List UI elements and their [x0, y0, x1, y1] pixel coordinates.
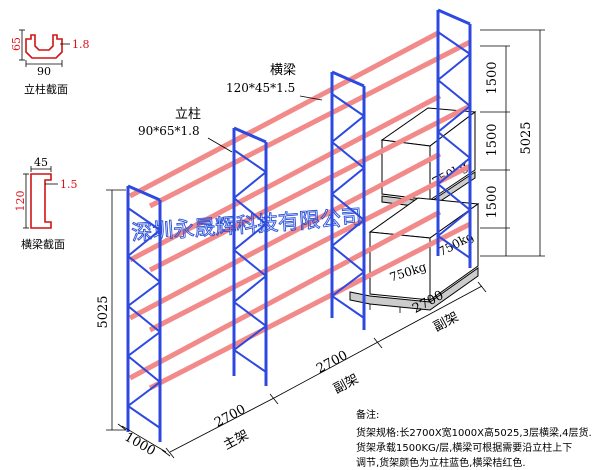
beam-label-title: 横梁 — [270, 63, 296, 78]
upright-label-title: 立柱 — [175, 107, 201, 122]
beams — [128, 29, 472, 391]
upright-section: 65 1.8 90 立柱截面 — [10, 29, 90, 96]
upright-frames — [126, 8, 472, 442]
beam-section-height: 120 — [14, 191, 27, 212]
upright-section-title: 立柱截面 — [24, 82, 68, 96]
bay-main-label: 主架 — [221, 428, 251, 453]
upright-section-width: 90 — [37, 65, 51, 78]
upright-label-spec: 90*65*1.8 — [138, 124, 200, 138]
beam-section-thickness: 1.5 — [60, 178, 78, 191]
upright-section-thickness: 1.8 — [72, 38, 90, 51]
level-1-value: 1500 — [485, 61, 500, 94]
upright-section-shape — [25, 34, 63, 59]
notes-title: 备注: — [356, 408, 379, 421]
upright-section-depth: 65 — [10, 37, 23, 51]
beam-section: 45 120 1.5 横梁截面 — [14, 156, 78, 251]
pallet-loads: 750kg 750kg 750kg — [349, 107, 480, 313]
bay-main-value: 2700 — [212, 402, 248, 431]
beam-section-shape — [30, 173, 52, 229]
depth-value: 1000 — [122, 430, 158, 460]
notes-block: 备注: 货架规格:长2700X宽1000X高5025,3层横梁,4层货. 货架承… — [356, 408, 592, 469]
level-dimensions-right: 1500 1500 1500 5025 — [480, 29, 545, 257]
bay-sub1-value: 2700 — [314, 348, 350, 377]
height-left-value: 5025 — [96, 295, 111, 328]
part-labels: 横梁 120*45*1.5 立柱 90*65*1.8 — [138, 63, 323, 153]
notes-line-2: 货架承载1500KG/层,横梁可根据需要沿立柱上下 — [356, 441, 572, 454]
bay-sub1-label: 副架 — [331, 372, 361, 397]
beam-section-width: 45 — [34, 156, 48, 169]
level-3-value: 1500 — [485, 185, 500, 218]
height-right-value: 5025 — [519, 121, 534, 154]
notes-line-1: 货架规格:长2700X宽1000X高5025,3层横梁,4层货. — [356, 426, 592, 439]
notes-line-3: 调节,货架颜色为立柱蓝色,横梁桔红色. — [356, 456, 526, 469]
beam-section-title: 横梁截面 — [21, 237, 65, 251]
beam-label-spec: 120*45*1.5 — [226, 81, 295, 95]
level-2-value: 1500 — [485, 123, 500, 156]
bay-sub2-label: 副架 — [431, 310, 461, 335]
height-dimension-left: 5025 — [96, 189, 126, 431]
